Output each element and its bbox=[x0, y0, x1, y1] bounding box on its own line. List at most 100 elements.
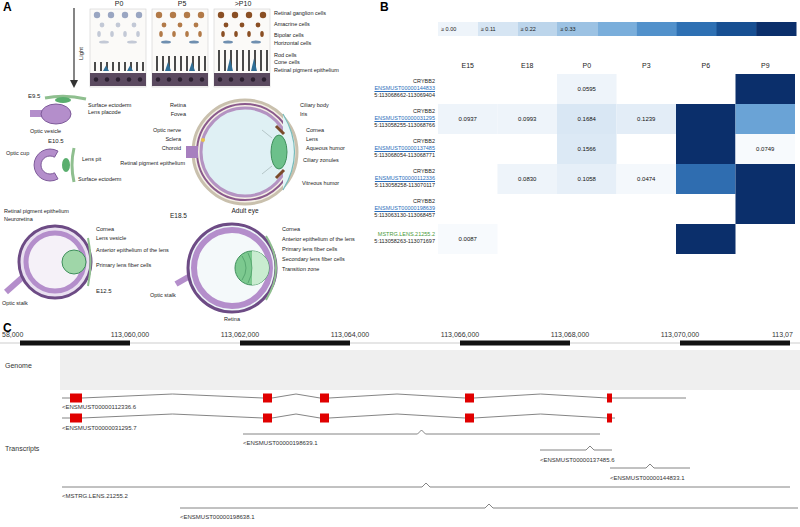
axis-tick-label: 113,068,000 bbox=[551, 331, 589, 339]
heatmap-cell bbox=[557, 74, 617, 104]
row-label: ENSMUST00000198639 bbox=[374, 205, 435, 211]
table-cell: 0.1058 bbox=[578, 176, 596, 183]
bipolar-cell bbox=[123, 31, 127, 37]
cone-cell bbox=[103, 66, 109, 71]
column-header: P6 bbox=[701, 62, 710, 70]
heatmap-cell bbox=[498, 104, 558, 134]
amacrine-cell bbox=[194, 23, 199, 28]
anatomy-label: Amacrine cells bbox=[274, 21, 310, 27]
anatomy-label: Optic stalk bbox=[150, 292, 176, 298]
heatmap-cell bbox=[736, 164, 796, 194]
rod-cell bbox=[236, 50, 238, 71]
rod-cell bbox=[180, 56, 182, 71]
horizontal-cell bbox=[189, 40, 199, 43]
rod-cell bbox=[198, 56, 200, 71]
ganglion-cell bbox=[170, 12, 176, 18]
rod-cell bbox=[162, 56, 164, 71]
anatomy-label: Retinal pigment epithelium bbox=[120, 160, 185, 166]
anatomy-label: Surface ectoderm bbox=[88, 102, 131, 108]
panel-letter: A bbox=[3, 1, 12, 14]
horizontal-cell bbox=[223, 40, 233, 43]
transcript-line bbox=[540, 446, 612, 450]
pigment-nucleus bbox=[229, 77, 233, 81]
row-label: CRYBB2 bbox=[413, 168, 435, 174]
row-label: ENSMUST00000144833 bbox=[374, 85, 435, 91]
rod-cell bbox=[242, 50, 244, 71]
table-cell: 0.0937 bbox=[459, 116, 477, 123]
anatomy-label: Cornea bbox=[282, 226, 300, 232]
ganglion-cell bbox=[108, 12, 114, 18]
heatmap-cell bbox=[617, 164, 677, 194]
anatomy-label: Secondary lens fiber cells bbox=[282, 256, 345, 262]
column-header: P9 bbox=[761, 62, 770, 70]
heatmap-cell bbox=[557, 134, 617, 164]
axis-tick-label: 113,062,000 bbox=[221, 331, 259, 339]
anatomy-label: Bipolar cells bbox=[274, 32, 304, 38]
transcript-line bbox=[62, 394, 686, 398]
anatomy-label: Transition zone bbox=[282, 266, 319, 272]
anatomy-label: Iris bbox=[300, 111, 307, 117]
ganglion-cell bbox=[156, 12, 162, 18]
legend-swatch bbox=[677, 22, 717, 36]
ganglion-cell bbox=[198, 12, 204, 18]
column-header: E15 bbox=[462, 62, 474, 70]
gene-tracks bbox=[0, 341, 800, 509]
cornea bbox=[88, 238, 91, 286]
heatmap-cell bbox=[676, 164, 736, 194]
scale-bar bbox=[680, 341, 790, 346]
arrow-head bbox=[70, 80, 78, 88]
stage-label: P5 bbox=[178, 0, 187, 8]
lens bbox=[271, 135, 287, 169]
scale-bar bbox=[460, 341, 570, 346]
anatomy-label: Retinal pigment epithelium bbox=[4, 208, 69, 214]
amacrine-cell bbox=[178, 23, 183, 28]
exon bbox=[465, 414, 474, 423]
transcript-label: <ENSMUST00000144833.1 bbox=[610, 475, 685, 482]
anatomy-label: Lens vesicle bbox=[96, 235, 126, 241]
cone-cell bbox=[189, 62, 195, 71]
transcript-line bbox=[180, 504, 798, 508]
transcript-label: <MSTRG.LENS.21255.2 bbox=[62, 493, 128, 500]
legend-swatch bbox=[637, 22, 677, 36]
heatmap-cell bbox=[736, 74, 796, 104]
pigment-nucleus bbox=[94, 77, 98, 81]
track-heading: Transcripts bbox=[5, 445, 39, 453]
stage-label: Adult eye bbox=[231, 207, 258, 214]
table-cell: 0.1239 bbox=[637, 116, 655, 123]
anatomy-label: Anterior epithelium of the lens bbox=[96, 247, 169, 253]
cornea bbox=[266, 236, 276, 300]
horizontal-cell bbox=[251, 40, 261, 43]
optic-nerve bbox=[186, 146, 198, 158]
stage-label: E9.5 bbox=[28, 93, 40, 100]
rod-cell bbox=[266, 50, 268, 71]
pigment-nucleus bbox=[138, 77, 142, 81]
row-label: 5:113068054-113068771 bbox=[374, 152, 435, 158]
rod-cell bbox=[118, 62, 120, 71]
bipolar-cell bbox=[185, 31, 189, 37]
ganglion-cell bbox=[246, 12, 252, 18]
axis-tick-label: 113,070,000 bbox=[661, 331, 699, 339]
bipolar-cell bbox=[247, 31, 251, 37]
pigment-nucleus bbox=[167, 77, 171, 81]
retina-panels bbox=[90, 9, 270, 87]
optic-vesicle bbox=[41, 104, 71, 124]
rod-cell bbox=[186, 56, 188, 71]
bipolar-cell bbox=[110, 31, 114, 37]
rod-cell bbox=[100, 62, 102, 71]
table-cell: 0.0474 bbox=[637, 176, 655, 183]
anatomy-label: Primary lens fiber cells bbox=[96, 262, 151, 268]
exon bbox=[263, 414, 272, 423]
bipolar-cell bbox=[198, 31, 202, 37]
pigment-nucleus bbox=[105, 77, 109, 81]
bipolar-cell bbox=[260, 31, 264, 37]
ganglion-cell bbox=[232, 12, 238, 18]
exon bbox=[320, 414, 329, 423]
rod-cell bbox=[260, 50, 262, 71]
row-label: 5:113063130-113068457 bbox=[374, 212, 435, 218]
rod-cell bbox=[224, 50, 226, 71]
exon bbox=[465, 394, 474, 403]
lens-fibers bbox=[242, 253, 252, 283]
amacrine-cell bbox=[116, 23, 121, 28]
ganglion-cell bbox=[184, 12, 190, 18]
